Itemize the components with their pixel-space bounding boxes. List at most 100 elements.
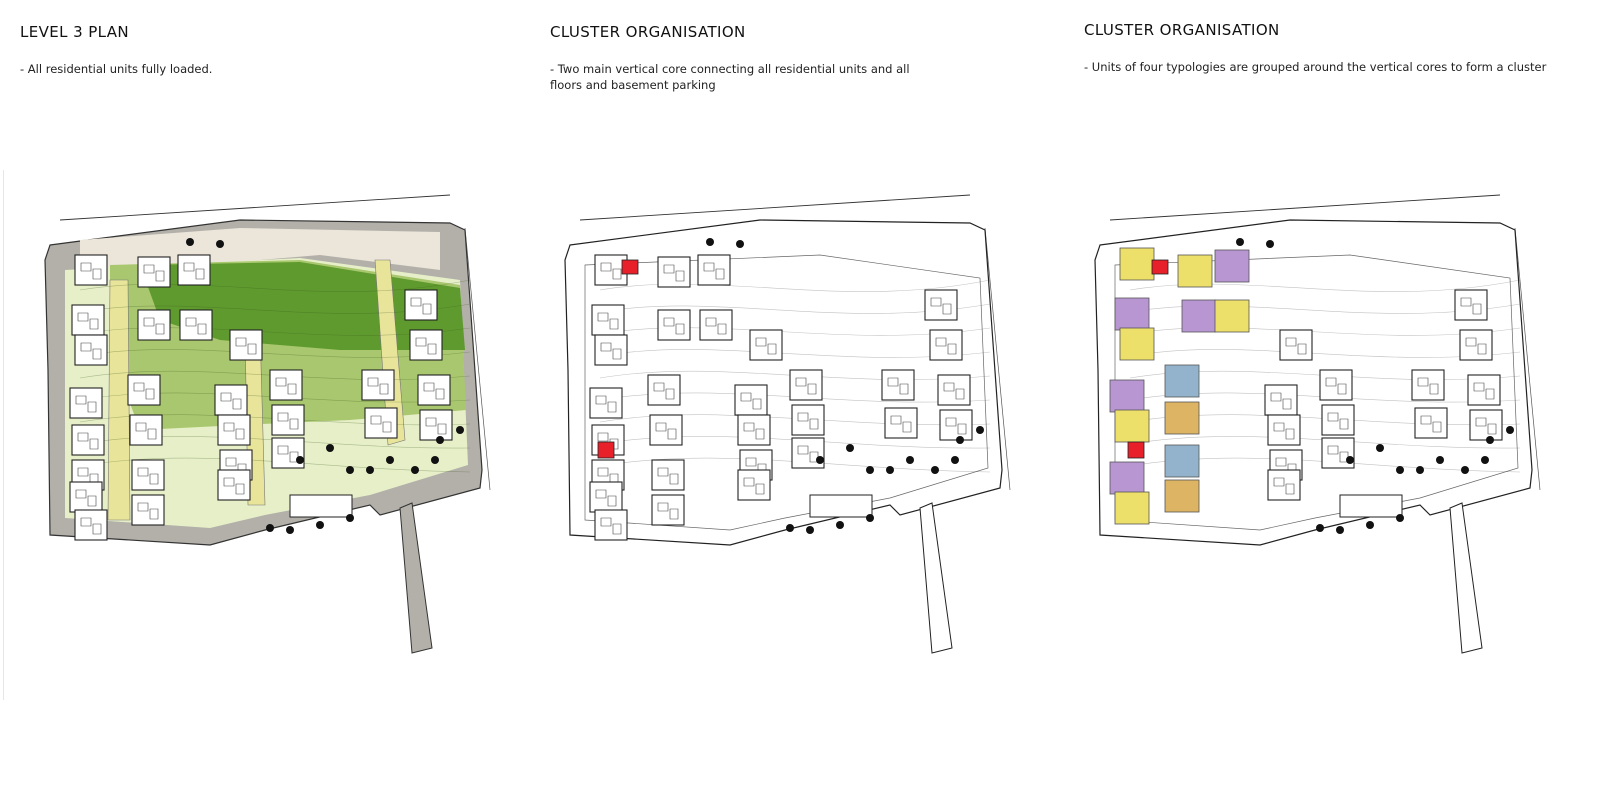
site-plan-drawing: [564, 194, 1011, 654]
tree: [1416, 466, 1424, 474]
unit-room-lines: [185, 317, 207, 335]
unit-room-lines: [277, 412, 299, 430]
unit-room-lines: [410, 297, 432, 315]
unit-room-lines: [663, 317, 685, 335]
residential-unit: [657, 256, 691, 288]
entrance-pavilion: [289, 494, 353, 518]
unit-room-lines: [77, 432, 99, 450]
tree: [1396, 466, 1404, 474]
unit-room-lines: [1417, 377, 1439, 395]
tree: [436, 436, 444, 444]
tree: [866, 514, 874, 522]
tree: [296, 456, 304, 464]
vertical-core-south: [597, 441, 615, 459]
residential-unit: [74, 509, 108, 541]
tree: [386, 456, 394, 464]
typology-unit: [1114, 409, 1150, 443]
unit-room-lines: [425, 417, 447, 435]
typology-unit: [1177, 254, 1213, 288]
tree: [346, 514, 354, 522]
unit-room-lines: [743, 422, 765, 440]
entrance-pavilion: [1339, 494, 1403, 518]
contour-line: [599, 436, 991, 449]
contour-line: [79, 436, 471, 449]
tree: [326, 444, 334, 452]
unit-room-lines: [797, 412, 819, 430]
tree: [816, 456, 824, 464]
vertical-core-south: [1127, 441, 1145, 459]
panel-description: - Units of four typologies are grouped a…: [1084, 60, 1547, 74]
unit-room-lines: [423, 382, 445, 400]
unit-room-lines: [755, 337, 777, 355]
tree: [976, 426, 984, 434]
typology-unit: [1114, 491, 1150, 525]
typology-unit: [1214, 299, 1250, 333]
tree: [836, 521, 844, 529]
panel-description: - All residential units fully loaded.: [20, 62, 213, 76]
unit-room-lines: [135, 422, 157, 440]
access-road: [399, 502, 433, 654]
unit-room-lines: [143, 317, 165, 335]
contour-line: [599, 414, 991, 426]
tree: [736, 240, 744, 248]
panel-title: CLUSTER ORGANISATION: [1084, 21, 1280, 39]
tree: [1376, 444, 1384, 452]
site-boundary-line: [1514, 227, 1541, 491]
level-3-site-plan: [20, 170, 540, 690]
unit-room-lines: [80, 342, 102, 360]
unit-room-lines: [133, 382, 155, 400]
unit-room-lines: [1273, 422, 1295, 440]
typology-unit: [1109, 379, 1145, 413]
unit-room-lines: [235, 337, 257, 355]
residential-unit: [1411, 369, 1445, 401]
tree: [216, 240, 224, 248]
contour-line: [79, 414, 471, 426]
typology-unit: [1119, 327, 1155, 361]
tree: [1461, 466, 1469, 474]
tree: [366, 466, 374, 474]
tree: [1366, 521, 1374, 529]
tree: [1436, 456, 1444, 464]
contour-line: [1129, 436, 1521, 449]
unit-room-lines: [1465, 337, 1487, 355]
unit-room-lines: [890, 415, 912, 433]
site-plan-drawing: [44, 194, 491, 654]
site-boundary-line: [984, 227, 1011, 491]
corridor: [107, 279, 131, 521]
tree: [411, 466, 419, 474]
tree: [1316, 524, 1324, 532]
residential-unit: [651, 494, 685, 526]
contour-line: [79, 279, 471, 292]
typology-unit: [1164, 401, 1200, 435]
unit-room-lines: [655, 422, 677, 440]
unit-room-lines: [80, 262, 102, 280]
unit-room-lines: [75, 395, 97, 413]
unit-room-lines: [370, 415, 392, 433]
unit-room-lines: [703, 262, 725, 280]
tree: [906, 456, 914, 464]
residential-unit: [881, 369, 915, 401]
typology-cluster-plan: [1070, 170, 1590, 690]
tree: [1481, 456, 1489, 464]
unit-room-lines: [663, 264, 685, 282]
tree: [186, 238, 194, 246]
unit-room-lines: [600, 517, 622, 535]
typology-unit: [1164, 364, 1200, 398]
panel-title: LEVEL 3 PLAN: [20, 23, 130, 41]
typology-unit: [1181, 299, 1217, 333]
unit-room-lines: [743, 477, 765, 495]
vertical-core-north: [1151, 259, 1169, 275]
tree: [346, 466, 354, 474]
site-plan-drawing: [1094, 194, 1541, 654]
unit-room-lines: [1285, 337, 1307, 355]
typology-unit: [1119, 247, 1155, 281]
tree: [846, 444, 854, 452]
panel-description: - Two main vertical core connecting all …: [550, 62, 910, 92]
tree: [1336, 526, 1344, 534]
unit-room-lines: [887, 377, 909, 395]
tree: [1396, 514, 1404, 522]
unit-room-lines: [75, 489, 97, 507]
residential-unit: [594, 334, 628, 366]
tree: [786, 524, 794, 532]
unit-room-lines: [943, 382, 965, 400]
